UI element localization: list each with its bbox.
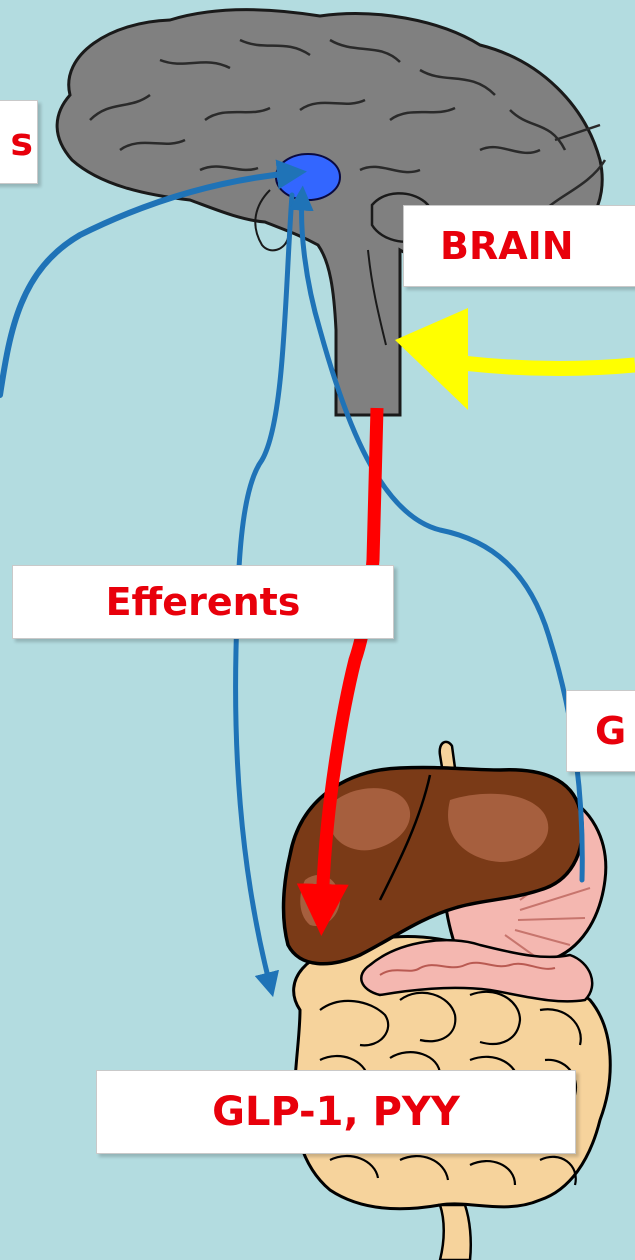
label-left-partial: s [0, 100, 38, 184]
label-brain: BRAIN [403, 205, 635, 287]
label-hormones: GLP-1, PYY [96, 1070, 576, 1154]
label-right-partial: G [566, 690, 635, 772]
label-efferents: Efferents [12, 565, 394, 639]
yellow-arrowhead [395, 308, 468, 410]
hypothalamus-marker [276, 154, 340, 200]
